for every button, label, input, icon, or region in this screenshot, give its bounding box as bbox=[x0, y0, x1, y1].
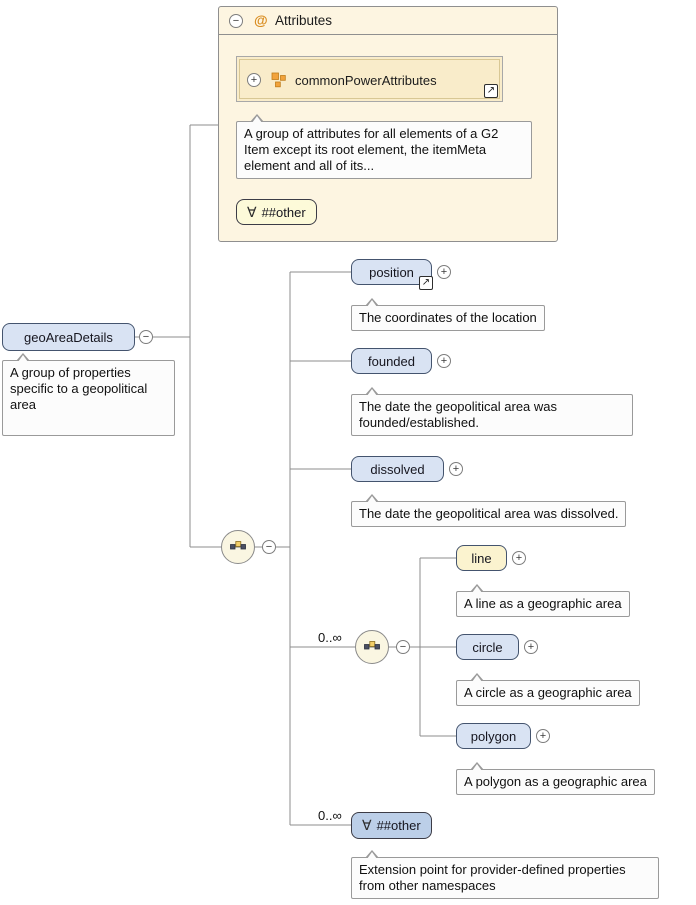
element-geoAreaDetails[interactable]: geoAreaDetails bbox=[2, 323, 135, 351]
expand-polygon-button[interactable]: + bbox=[536, 729, 550, 743]
attribute-group-label: commonPowerAttributes bbox=[295, 72, 437, 88]
element-line[interactable]: line bbox=[456, 545, 507, 571]
wildcard-cardinality: 0..∞ bbox=[318, 808, 342, 823]
element-circle[interactable]: circle bbox=[456, 634, 519, 660]
expand-line-button[interactable]: + bbox=[512, 551, 526, 565]
attribute-wildcard-label: ##other bbox=[261, 204, 306, 220]
forall-icon: ∀ bbox=[247, 203, 257, 220]
doc-wildcard-other: Extension point for provider-defined pro… bbox=[351, 850, 659, 899]
doc-circle: A circle as a geographic area bbox=[456, 673, 640, 706]
attributes-panel: − @ Attributes + commonPowerAttributes ↗… bbox=[218, 6, 558, 242]
doc-position: The coordinates of the location bbox=[351, 298, 545, 331]
element-polygon-label: polygon bbox=[470, 728, 517, 744]
collapse-choice-button[interactable]: − bbox=[396, 640, 410, 654]
attribute-wildcard-other[interactable]: ∀ ##other bbox=[236, 199, 317, 225]
sequence-compositor-icon[interactable] bbox=[221, 530, 255, 564]
doc-geoAreaDetails: A group of properties specific to a geop… bbox=[2, 353, 175, 436]
expand-attribute-group-button[interactable]: + bbox=[247, 73, 261, 87]
element-dissolved[interactable]: dissolved bbox=[351, 456, 444, 482]
collapse-sequence-button[interactable]: − bbox=[262, 540, 276, 554]
expand-founded-button[interactable]: + bbox=[437, 354, 451, 368]
doc-polygon-text: A polygon as a geographic area bbox=[464, 774, 647, 789]
attribute-group-icon bbox=[271, 72, 286, 88]
doc-attribute-group-text: A group of attributes for all elements o… bbox=[244, 126, 499, 173]
element-polygon[interactable]: polygon bbox=[456, 723, 531, 749]
choice-compositor-icon[interactable] bbox=[355, 630, 389, 664]
doc-founded: The date the geopolitical area was found… bbox=[351, 387, 633, 436]
doc-founded-text: The date the geopolitical area was found… bbox=[359, 399, 558, 430]
doc-circle-text: A circle as a geographic area bbox=[464, 685, 632, 700]
doc-line-text: A line as a geographic area bbox=[464, 596, 622, 611]
choice-cardinality: 0..∞ bbox=[318, 630, 342, 645]
element-dissolved-label: dissolved bbox=[370, 461, 425, 477]
wildcard-other-label: ##other bbox=[376, 818, 421, 833]
expand-position-button[interactable]: + bbox=[437, 265, 451, 279]
element-founded-label: founded bbox=[368, 353, 415, 369]
element-line-label: line bbox=[471, 550, 492, 566]
attribute-group-commonPowerAttributes[interactable]: + commonPowerAttributes ↗ bbox=[236, 56, 503, 102]
open-reference-icon[interactable]: ↗ bbox=[484, 84, 498, 98]
element-wildcard-other[interactable]: ∀ ##other bbox=[351, 812, 432, 839]
collapse-attributes-button[interactable]: − bbox=[229, 14, 243, 28]
element-geoAreaDetails-label: geoAreaDetails bbox=[24, 329, 113, 345]
doc-geoAreaDetails-text: A group of properties specific to a geop… bbox=[10, 365, 148, 412]
doc-dissolved-text: The date the geopolitical area was disso… bbox=[359, 506, 619, 521]
sequence-glyph bbox=[230, 541, 246, 550]
element-circle-label: circle bbox=[472, 639, 503, 655]
choice-glyph bbox=[364, 641, 380, 650]
expand-dissolved-button[interactable]: + bbox=[449, 462, 463, 476]
element-position-label: position bbox=[369, 264, 414, 280]
doc-attribute-group: A group of attributes for all elements o… bbox=[236, 114, 532, 179]
attribute-at-icon: @ bbox=[254, 12, 268, 28]
doc-dissolved: The date the geopolitical area was disso… bbox=[351, 494, 627, 527]
attributes-header: − @ Attributes bbox=[219, 7, 557, 35]
collapse-geoAreaDetails-button[interactable]: − bbox=[139, 330, 153, 344]
expand-circle-button[interactable]: + bbox=[524, 640, 538, 654]
open-position-reference-icon[interactable]: ↗ bbox=[419, 276, 433, 290]
doc-polygon: A polygon as a geographic area bbox=[456, 762, 655, 795]
element-founded[interactable]: founded bbox=[351, 348, 432, 374]
doc-position-text: The coordinates of the location bbox=[359, 310, 537, 325]
doc-line: A line as a geographic area bbox=[456, 584, 630, 617]
attributes-title: Attributes bbox=[275, 13, 333, 28]
forall-icon: ∀ bbox=[362, 817, 372, 833]
element-position[interactable]: position ↗ bbox=[351, 259, 433, 290]
doc-wildcard-other-text: Extension point for provider-defined pro… bbox=[359, 862, 626, 893]
